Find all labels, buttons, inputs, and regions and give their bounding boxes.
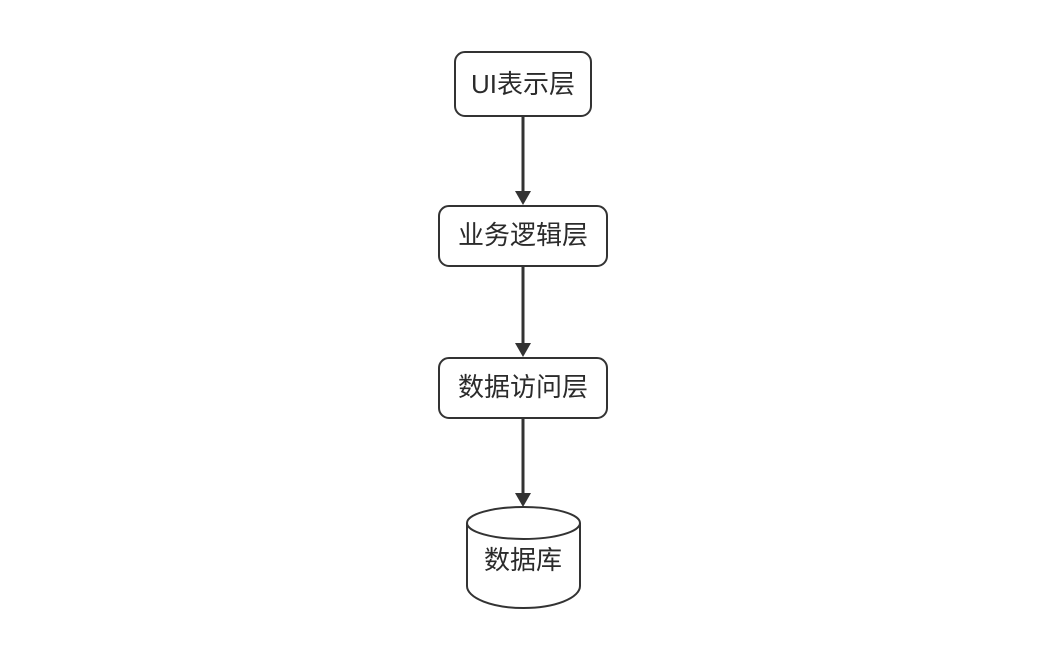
edge-business-to-data-access <box>515 266 531 357</box>
node-shape-rounded-rect <box>454 51 592 117</box>
edge-ui-to-business <box>515 116 531 205</box>
node-database[interactable]: 数据库 <box>466 506 581 609</box>
node-label: UI表示层 <box>471 69 575 99</box>
node-label: 数据库 <box>484 545 562 575</box>
cylinder-top-ellipse <box>466 506 581 540</box>
node-label: 数据访问层 <box>458 372 588 402</box>
node-data-access-layer[interactable]: 数据访问层 <box>438 357 608 419</box>
arrowhead-icon <box>515 343 531 357</box>
node-business-logic-layer[interactable]: 业务逻辑层 <box>438 205 608 267</box>
node-shape-rounded-rect <box>438 205 608 267</box>
arrowhead-icon <box>515 191 531 205</box>
node-shape-rounded-rect <box>438 357 608 419</box>
edge-data-access-to-database <box>515 418 531 507</box>
node-shape-cylinder <box>466 523 581 609</box>
node-label: 业务逻辑层 <box>458 220 588 250</box>
arrowhead-icon <box>515 493 531 507</box>
node-ui-layer[interactable]: UI表示层 <box>454 51 592 117</box>
